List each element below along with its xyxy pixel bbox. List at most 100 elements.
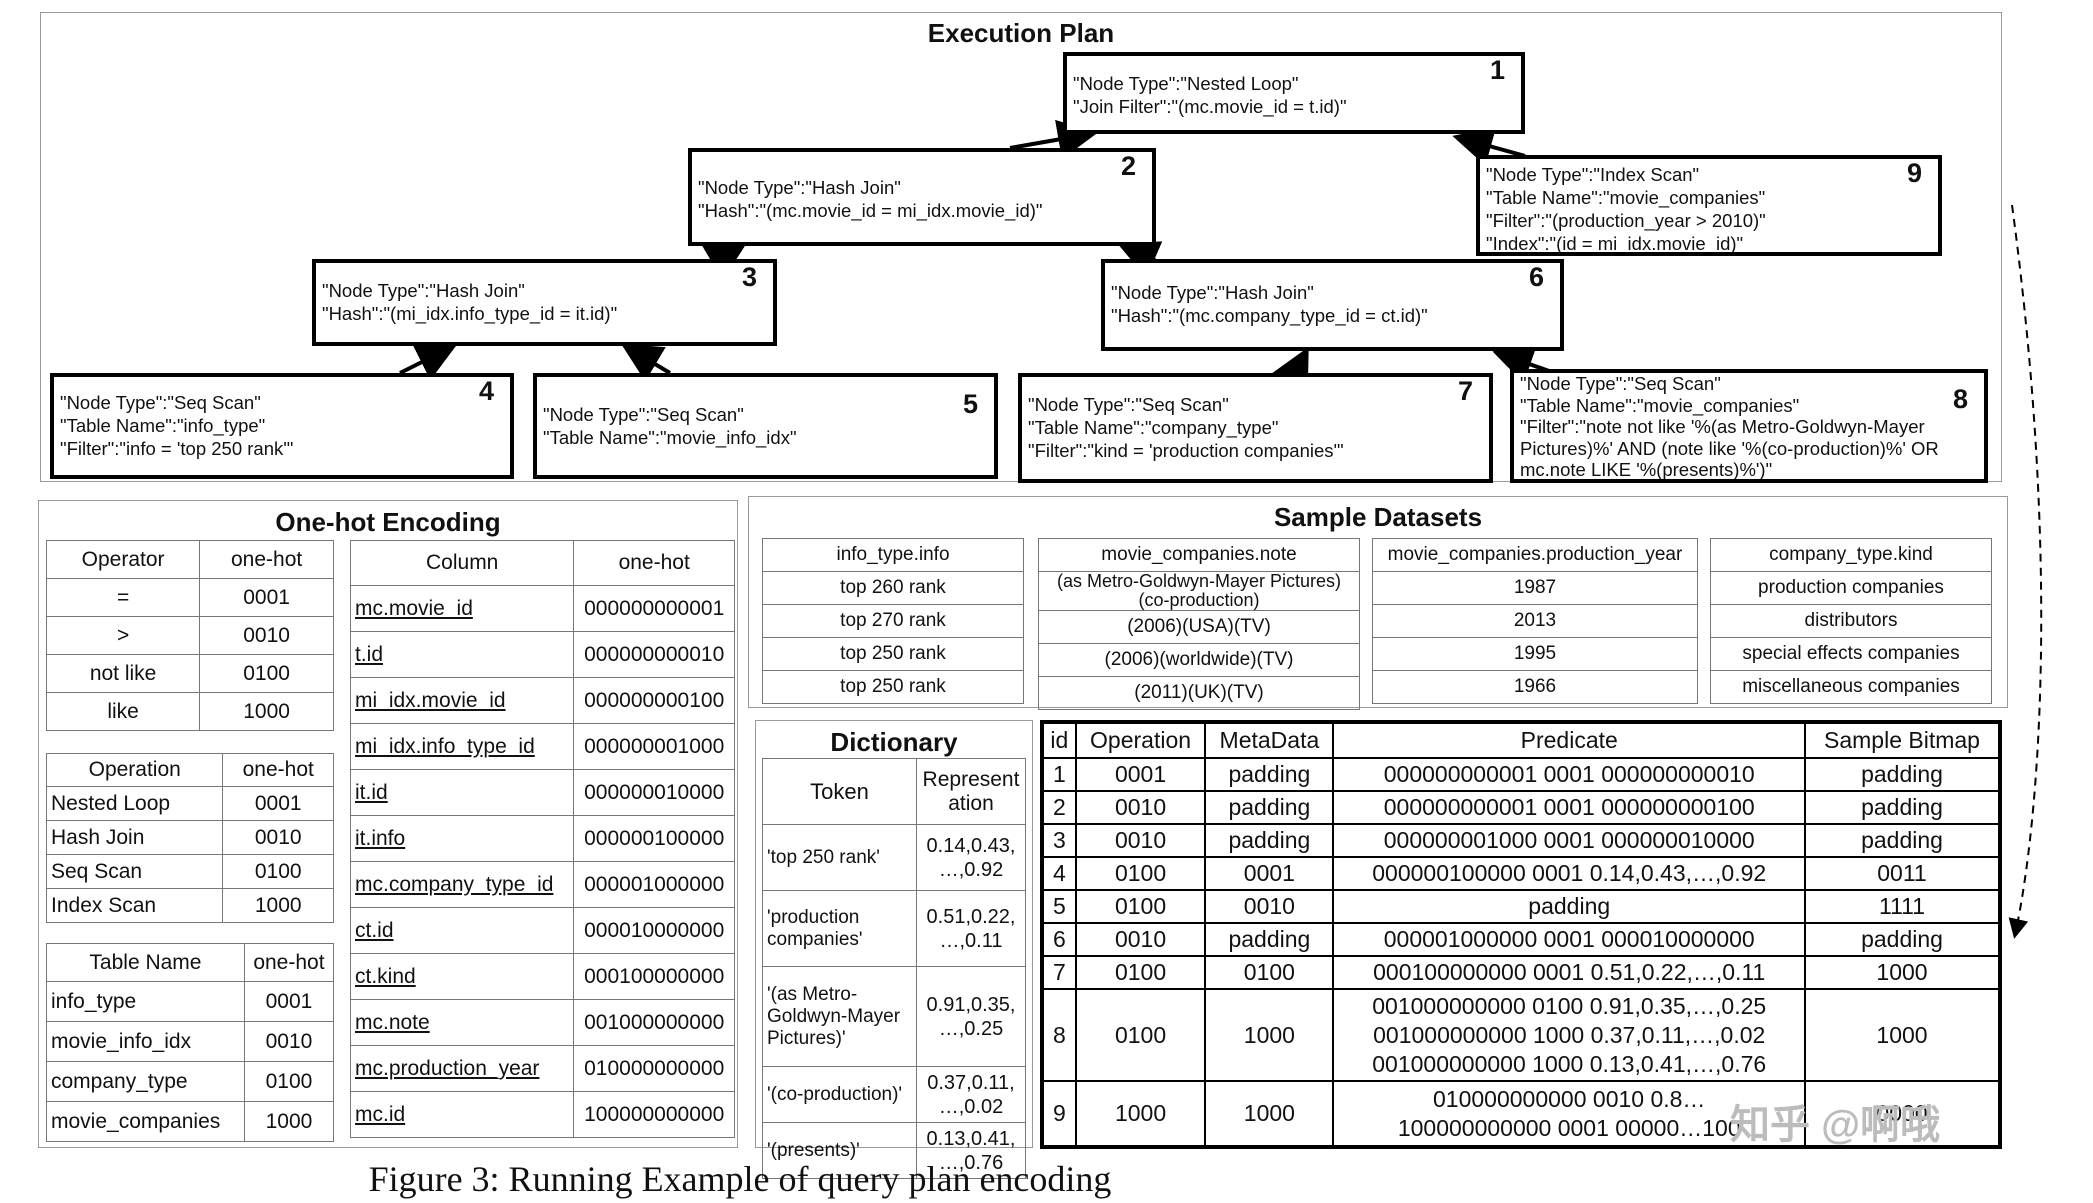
node-6-number: 6 bbox=[1528, 262, 1544, 292]
table-cell: 0100 bbox=[1204, 955, 1335, 990]
operation-header: Operation bbox=[45, 753, 224, 787]
operator-header: Operator bbox=[45, 540, 201, 579]
table-cell: top 270 rank bbox=[762, 604, 1024, 638]
table-cell: production companies bbox=[1710, 571, 1992, 605]
table-row: 5 0100 0010 padding 1111 bbox=[1041, 889, 2001, 924]
plan-node-6: "Node Type":"Hash Join" "Hash":"(mc.comp… bbox=[1101, 259, 1564, 351]
table-cell: 0100 bbox=[199, 654, 334, 693]
table-cell: 1966 bbox=[1372, 670, 1698, 704]
edge-7-to-6 bbox=[1272, 346, 1309, 392]
node-3-line-2: "Hash":"(mi_idx.info_type_id = it.id)" bbox=[322, 303, 618, 324]
table-cell: top 260 rank bbox=[762, 571, 1024, 605]
table-cell: 000000000100 bbox=[573, 677, 735, 724]
table-cell: 1000 bbox=[243, 1101, 335, 1142]
table-cell: like bbox=[45, 692, 201, 731]
table-cell: 100000000000 bbox=[573, 1091, 735, 1138]
table-cell: company_type bbox=[46, 1061, 245, 1102]
table-cell: 010000000000 bbox=[573, 1045, 735, 1092]
plan-node-8: "Node Type":"Seq Scan" "Table Name":"mov… bbox=[1510, 369, 1988, 483]
table-cell: 8 bbox=[1041, 988, 1077, 1082]
table-cell: 'production companies' bbox=[762, 890, 917, 967]
table-cell: 000000000010 bbox=[573, 631, 735, 678]
table-cell: ct.kind bbox=[349, 953, 575, 1000]
table-row: 7 0100 0100 000100000000 0001 0.51,0.22,… bbox=[1041, 955, 2001, 990]
table-cell: 000001000000 0001 000010000000 bbox=[1332, 922, 1807, 957]
table-cell: mi_idx.movie_id bbox=[349, 677, 575, 724]
operation-onehot-header: one-hot bbox=[222, 753, 334, 787]
table-cell: padding bbox=[1204, 790, 1335, 825]
node-7-line-2: "Table Name":"company_type" bbox=[1028, 417, 1279, 438]
node-2-line-2: "Hash":"(mc.movie_id = mi_idx.movie_id)" bbox=[698, 200, 1043, 221]
table-cell: 3 bbox=[1041, 823, 1077, 858]
dictionary-table: Token Represent ation 'top 250 rank'0.14… bbox=[762, 758, 1026, 1179]
table-cell: 000010000000 bbox=[573, 907, 735, 954]
table-cell: 1111 bbox=[1804, 889, 2001, 924]
table-row: 1 0001 padding 000000000001 0001 0000000… bbox=[1041, 757, 2001, 792]
sample-table-note: movie_companies.note (as Metro-Goldwyn-M… bbox=[1038, 538, 1360, 710]
table-cell: 1000 bbox=[222, 888, 334, 923]
node-2-number: 2 bbox=[1120, 151, 1136, 181]
table-cell: 000000001000 0001 000000010000 bbox=[1332, 823, 1807, 858]
node-9-line-1: "Node Type":"Index Scan" bbox=[1486, 164, 1700, 185]
dictionary-title: Dictionary bbox=[830, 727, 958, 757]
sample-header: movie_companies.note bbox=[1038, 538, 1360, 572]
table-cell: Hash Join bbox=[45, 820, 224, 855]
id-header: id bbox=[1041, 721, 1077, 759]
predicate-multiline-cell: 001000000000 0100 0.91,0.35,…,0.25 00100… bbox=[1332, 988, 1807, 1082]
table-cell: 1000 bbox=[1804, 955, 2001, 990]
table-cell: Index Scan bbox=[45, 888, 224, 923]
table-cell: 0100 bbox=[1074, 955, 1207, 990]
plan-node-5: "Node Type":"Seq Scan" "Table Name":"mov… bbox=[533, 373, 998, 479]
dashed-link-arrow bbox=[2008, 204, 2043, 939]
table-cell: 0001 bbox=[222, 786, 334, 821]
node-8-line-5: mc.note LIKE '%(presents)%')" bbox=[1520, 459, 1773, 480]
table-cell: padding bbox=[1804, 790, 2001, 825]
table-cell: 0100 bbox=[243, 1061, 335, 1102]
node-6-line-1: "Node Type":"Hash Join" bbox=[1111, 282, 1314, 303]
node-5-line-1: "Node Type":"Seq Scan" bbox=[543, 404, 744, 425]
operation-header: Operation bbox=[1074, 721, 1207, 759]
predicate-line: 001000000000 0100 0.91,0.35,…,0.25 bbox=[1372, 992, 1767, 1019]
table-cell: 0010 bbox=[199, 616, 334, 655]
table-cell: movie_info_idx bbox=[46, 1021, 245, 1062]
node-7-number: 7 bbox=[1457, 376, 1473, 406]
table-cell: mc.movie_id bbox=[349, 585, 575, 632]
execution-plan-title: Execution Plan bbox=[927, 18, 1115, 48]
table-row: 4 0100 0001 000000100000 0001 0.14,0.43,… bbox=[1041, 856, 2001, 891]
table-cell: top 250 rank bbox=[762, 637, 1024, 671]
table-cell: padding bbox=[1804, 757, 2001, 792]
table-cell: 0010 bbox=[1204, 889, 1335, 924]
sample-datasets-title: Sample Datasets bbox=[1273, 502, 1483, 532]
node-8-line-3: "Filter":"note not like '%(as Metro-Gold… bbox=[1520, 416, 1925, 437]
table-cell: 000000000001 bbox=[573, 585, 735, 632]
table-cell: it.id bbox=[349, 769, 575, 816]
edge-4-to-3 bbox=[399, 344, 458, 381]
table-cell: it.info bbox=[349, 815, 575, 862]
sample-table-production-year: movie_companies.production_year 1987 201… bbox=[1372, 538, 1698, 704]
node-1-line-1: "Node Type":"Nested Loop" bbox=[1073, 73, 1299, 94]
table-cell: 9 bbox=[1041, 1080, 1077, 1148]
plan-node-2: "Node Type":"Hash Join" "Hash":"(mc.movi… bbox=[688, 148, 1156, 246]
table-cell: 000000000001 0001 000000000010 bbox=[1332, 757, 1807, 792]
sample-table-info-type: info_type.info top 260 rank top 270 rank… bbox=[762, 538, 1024, 704]
node-4-line-2: "Table Name":"info_type" bbox=[60, 415, 266, 436]
table-cell: 1987 bbox=[1372, 571, 1698, 605]
table-cell: 1000 bbox=[1804, 988, 2001, 1082]
table-cell: 0.14,0.43, …,0.92 bbox=[916, 824, 1026, 891]
node-6-line-2: "Hash":"(mc.company_type_id = ct.id)" bbox=[1111, 305, 1428, 326]
edge-3-to-2 bbox=[702, 242, 747, 281]
table-cell: 0100 bbox=[222, 854, 334, 889]
table-cell: 0.91,0.35, …,0.25 bbox=[916, 966, 1026, 1067]
table-cell: not like bbox=[45, 654, 201, 693]
table-cell: padding bbox=[1804, 922, 2001, 957]
table-cell: 000000001000 bbox=[573, 723, 735, 770]
table-cell: '(co-production)' bbox=[762, 1066, 917, 1123]
table-cell: padding bbox=[1332, 889, 1807, 924]
table-cell: 0100 bbox=[1074, 889, 1207, 924]
table-cell: mc.company_type_id bbox=[349, 861, 575, 908]
node-1-line-2: "Join Filter":"(mc.movie_id = t.id)" bbox=[1073, 96, 1347, 117]
table-row: 2 0010 padding 000000000001 0001 0000000… bbox=[1041, 790, 2001, 825]
table-cell: 0010 bbox=[243, 1021, 335, 1062]
